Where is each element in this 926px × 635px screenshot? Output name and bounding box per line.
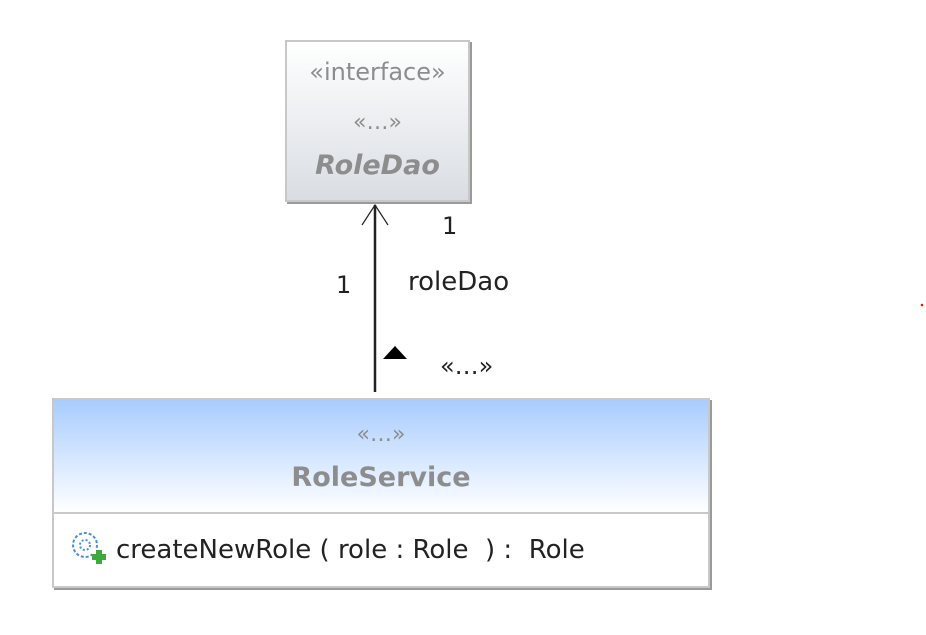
interface-stereotype: «interface»	[309, 58, 446, 86]
source-multiplicity: 1	[336, 271, 352, 299]
target-multiplicity: 1	[442, 212, 458, 240]
interface-stereotype-ellipsis: «…»	[353, 110, 402, 135]
class-header: «…» RoleService	[54, 400, 708, 514]
class-stereotype: «…»	[356, 422, 406, 447]
interface-roledao-box[interactable]: «interface» «…» RoleDao	[285, 40, 470, 202]
association-stereotype: «…»	[440, 352, 494, 380]
navigability-arrowhead	[361, 203, 389, 226]
public-operation-icon	[68, 528, 108, 572]
interface-name: RoleDao	[315, 150, 440, 181]
class-roleservice-box[interactable]: «…» RoleService createNewRole ( role : R…	[52, 398, 710, 588]
association-role-name: roleDao	[408, 267, 510, 297]
class-name: RoleService	[291, 462, 471, 493]
operation-row[interactable]: createNewRole ( role : Role ) : Role	[68, 530, 585, 570]
stray-dot	[920, 303, 924, 307]
operation-signature: createNewRole ( role : Role ) : Role	[116, 535, 585, 565]
direction-triangle	[383, 346, 407, 359]
